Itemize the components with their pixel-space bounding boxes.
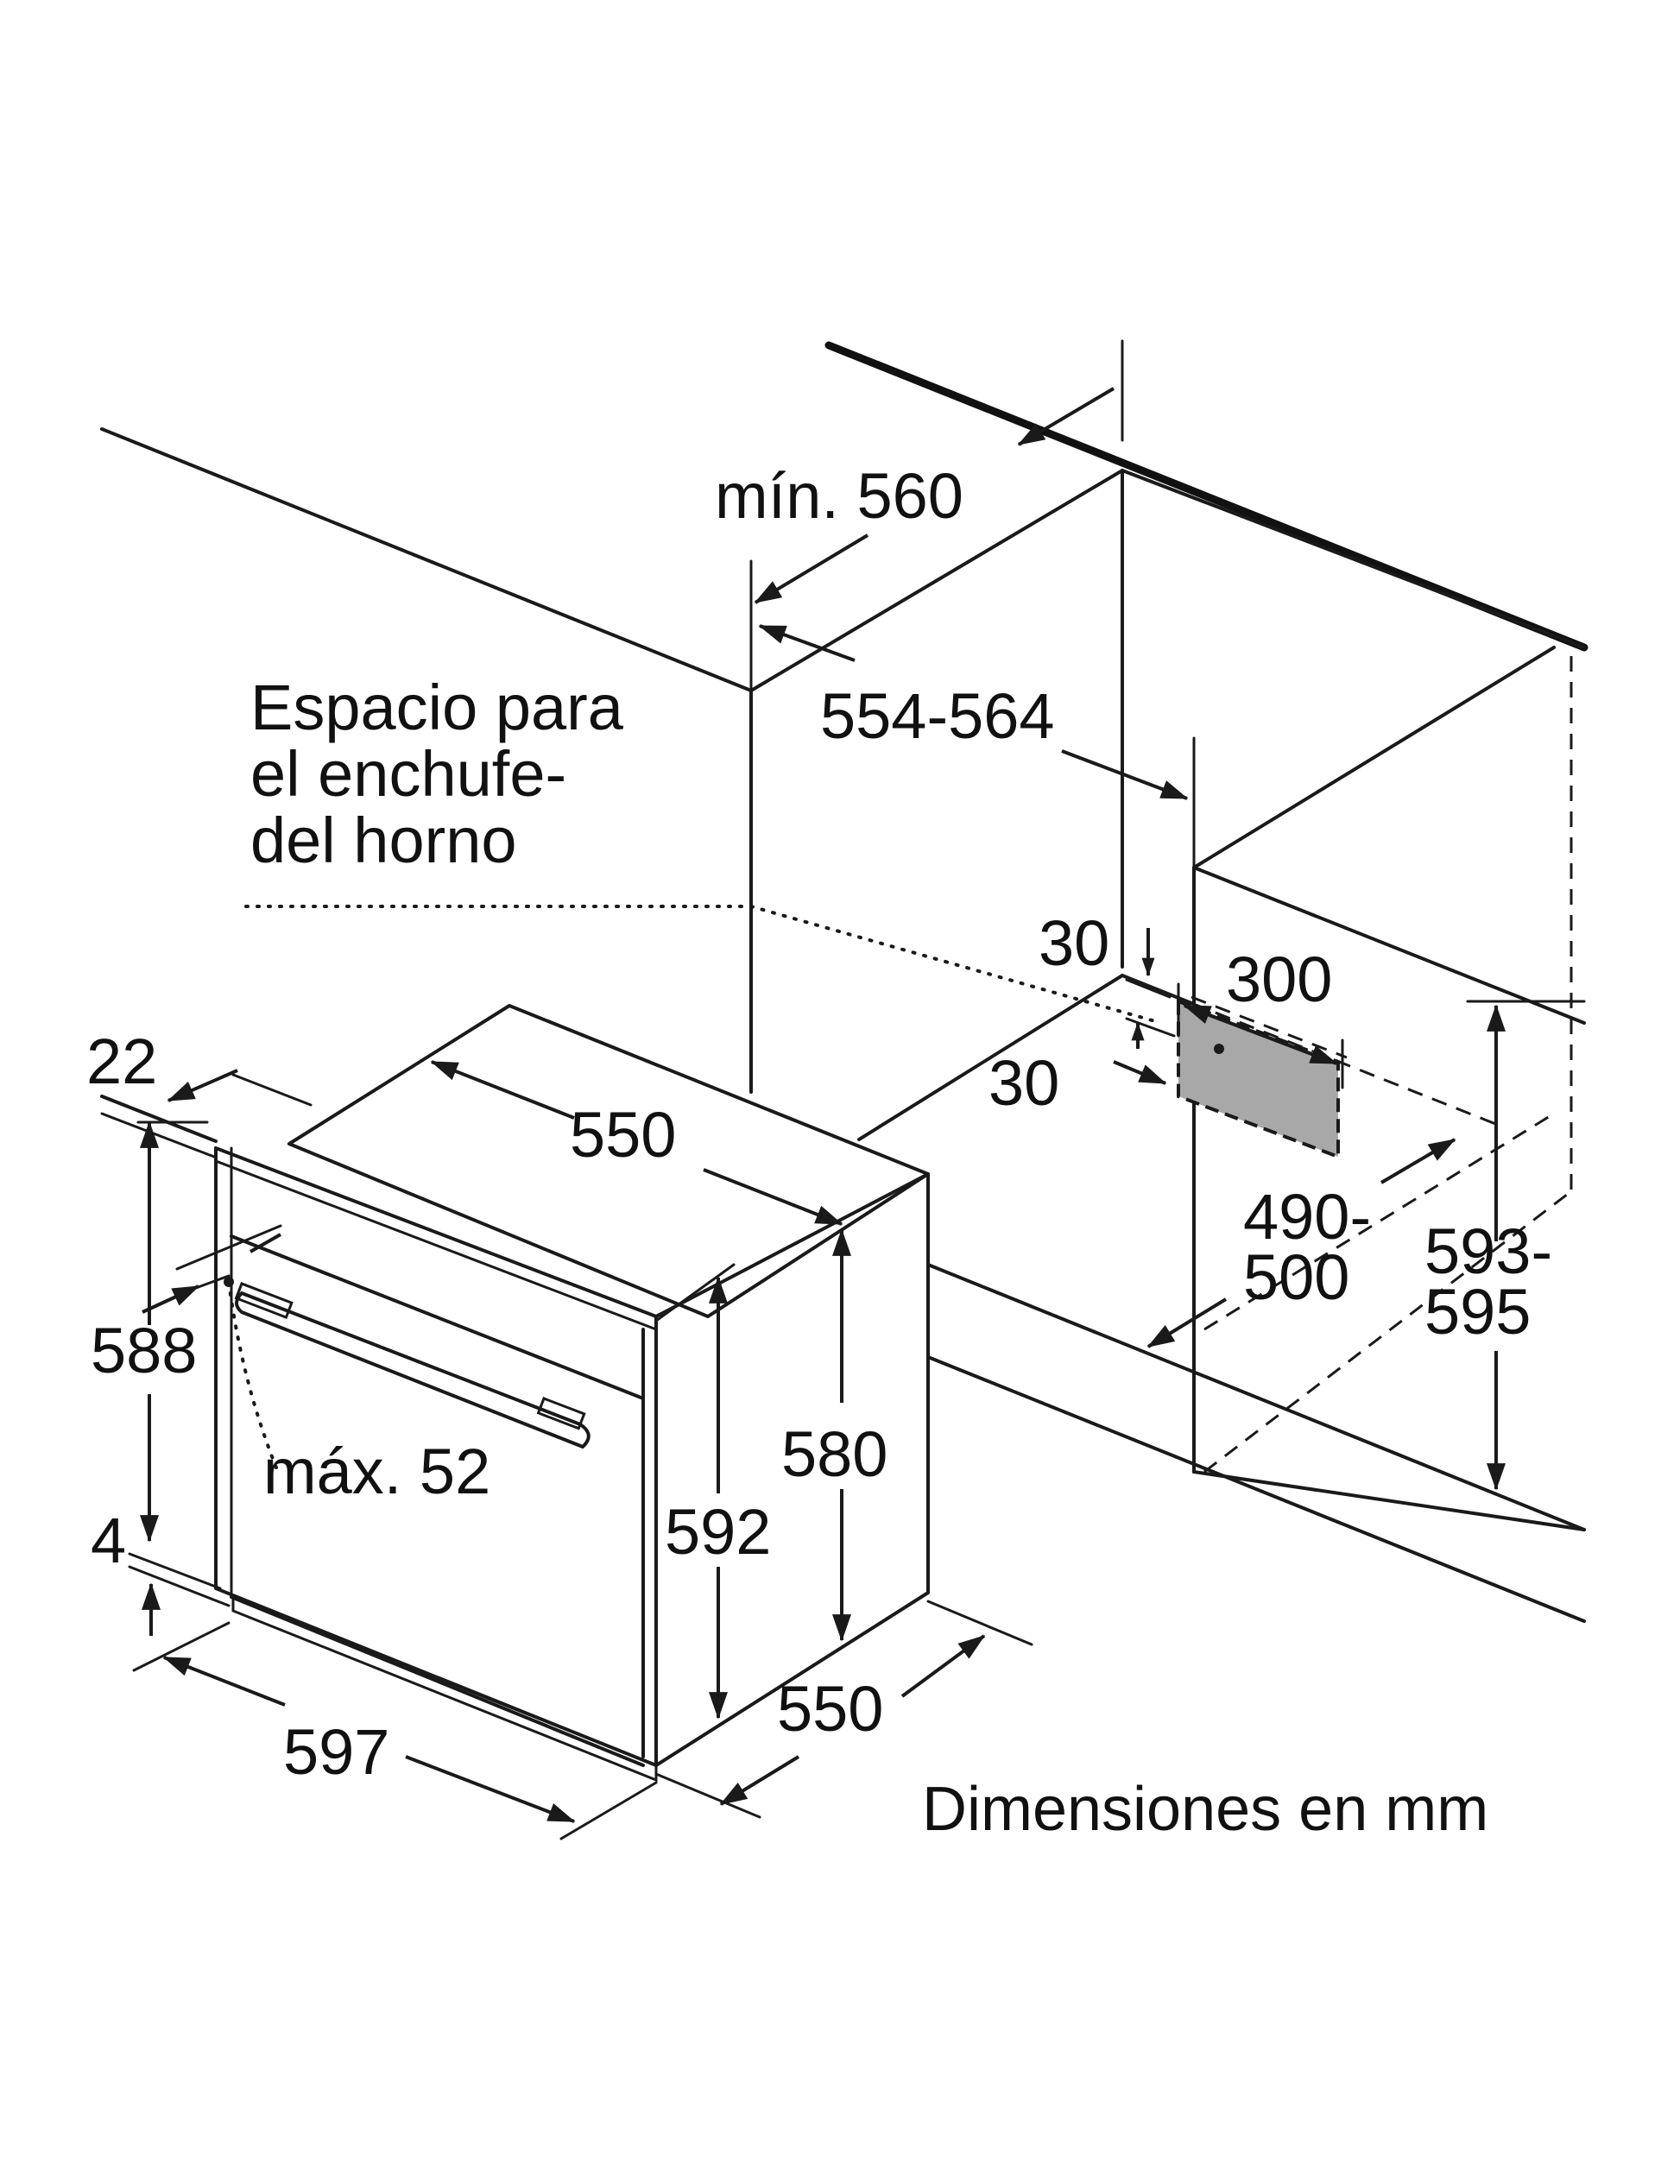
label-593-line2: 595 [1424,1276,1531,1348]
dimension-lines [100,339,1586,1840]
label-30-left: 30 [988,1047,1059,1119]
niche-back-top-edge [1121,469,1586,649]
label-580: 580 [781,1418,887,1490]
right-panel-top-edge [1192,646,1556,869]
label-22: 22 [86,1026,157,1097]
dim-550-side-arrow-a [900,1634,986,1698]
niche-floor-left-edge [857,974,1124,1141]
oven-door-handle [234,1282,591,1449]
label-550-top: 550 [570,1099,676,1171]
label-30-top: 30 [1039,907,1109,979]
left-floor-line [100,1095,218,1143]
dim-550-side-arrow-b [719,1755,800,1806]
label-592: 592 [665,1496,771,1568]
label-300: 300 [1226,944,1332,1015]
socket-point [1214,1044,1224,1054]
label-plug-space-3: del horno [250,805,517,876]
left-wall-top-edge [100,427,753,692]
plug-space-leader [244,905,1163,1025]
niche-top-back-edge [749,469,1124,692]
dim-597-arrow-b [405,1755,576,1823]
label-4: 4 [91,1505,126,1576]
niche-floor-back-edge [1121,974,1193,1005]
label-593-line1: 593- [1424,1215,1552,1287]
dim-min-560-arrow-b [754,533,869,604]
dim-22-arrow [167,1069,238,1102]
worktop-edge [824,341,1588,652]
label-min-560: mín. 560 [715,460,963,532]
plinth-bottom-line [926,1355,1586,1623]
dim-300-arrow [1183,1004,1338,1065]
dim-490-500-arrow-b [1146,1297,1228,1348]
label-490-line1: 490- [1243,1181,1371,1253]
cabinet-niche [100,341,1588,1623]
dim-490-500-arrow-a [1380,1138,1456,1184]
label-max-52: máx. 52 [263,1436,490,1507]
dim-550-top-arrow-b [703,1168,843,1226]
socket-zone [1177,995,1348,1159]
right-panel-mid-edge [1192,866,1586,1025]
dimension-labels: mín. 560 554-564 Espacio para el enchufe… [86,460,1552,1844]
oven-door-top-edge [230,1234,645,1400]
label-554-564: 554-564 [820,680,1055,752]
dim-min-560-arrow-a [1017,387,1115,446]
label-plug-space-2: el enchufe- [250,738,566,810]
dim-597-arrow-a [162,1656,286,1707]
dim-554-564-arrow-a [758,624,856,662]
oven-door-bottom-edge [230,1595,645,1767]
label-plug-space-1: Espacio para [250,672,624,743]
label-490-line2: 500 [1243,1241,1349,1313]
plinth-top-line [926,1263,1586,1531]
dim-554-564-arrow-b [1061,749,1189,800]
oven-body [214,1004,930,1783]
label-597: 597 [283,1716,389,1788]
max-52-leader [227,1280,278,1469]
label-588: 588 [91,1315,197,1386]
dim-550-top-arrow-a [430,1060,575,1120]
units-caption: Dimensiones en mm [922,1775,1488,1844]
label-550-side: 550 [777,1673,883,1745]
socket-area-shading [1177,999,1340,1159]
dim-30-left-arrow [1113,1060,1167,1085]
